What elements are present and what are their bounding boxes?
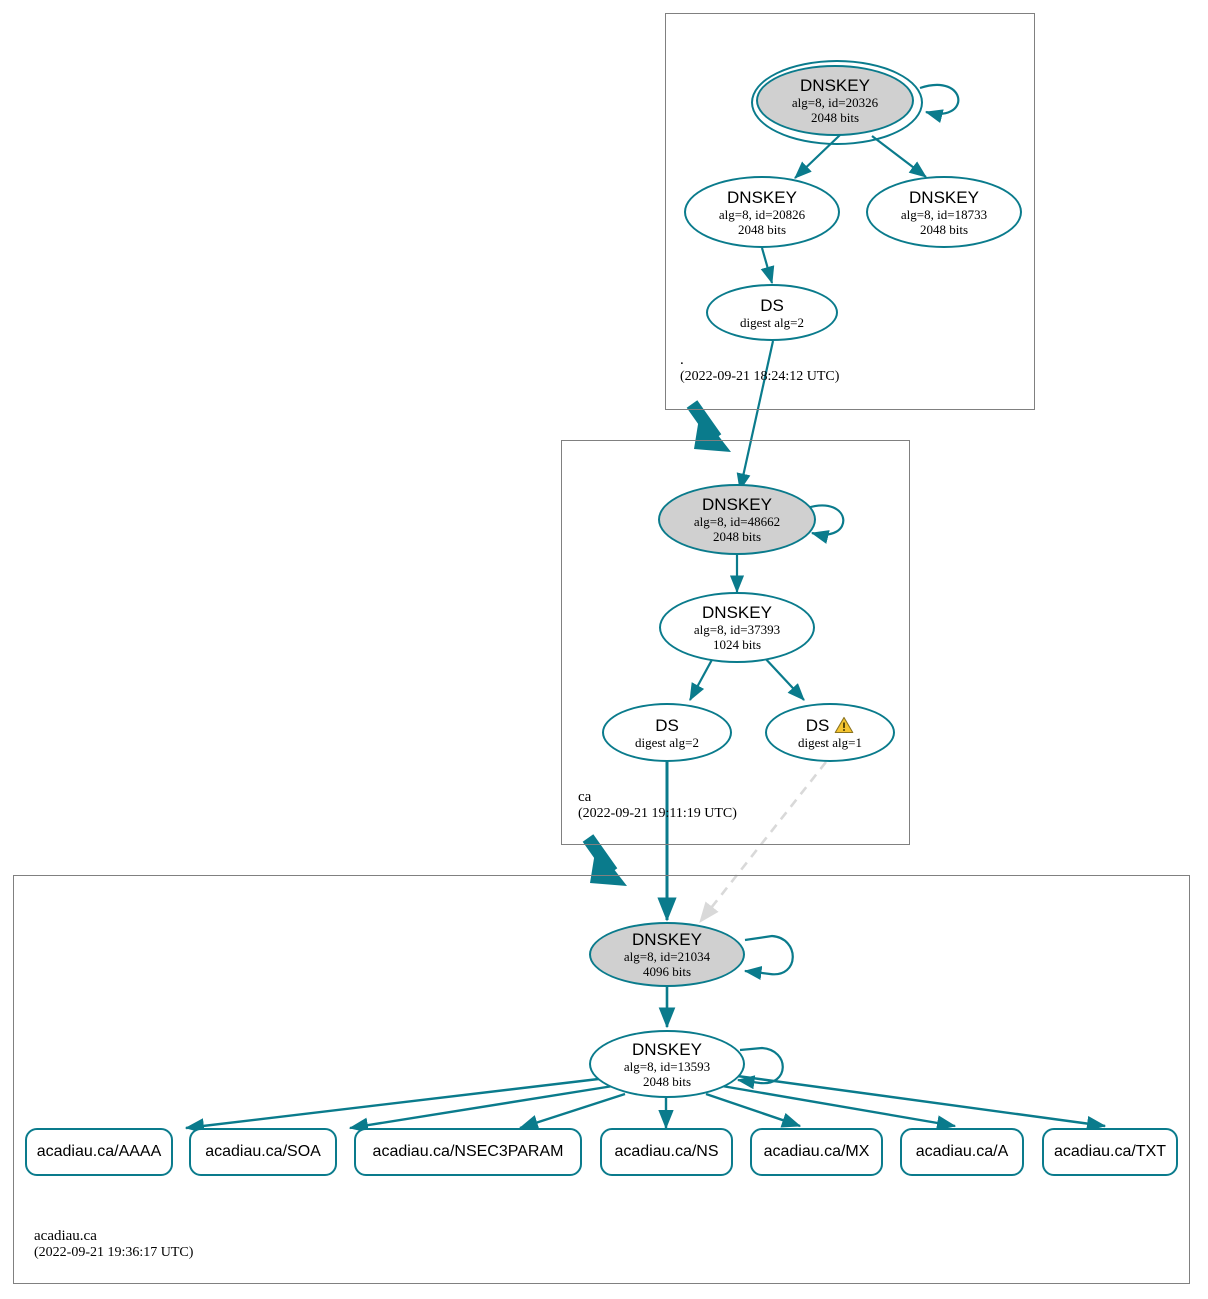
node-ds-ca-alg2[interactable]: DS digest alg=2 bbox=[602, 703, 732, 762]
zone-label-root: . (2022-09-21 18:24:12 UTC) bbox=[680, 352, 839, 385]
node-dnskey-ca-37393[interactable]: DNSKEY alg=8, id=37393 1024 bits bbox=[659, 592, 815, 663]
node-key-size: 2048 bits bbox=[712, 529, 762, 544]
node-title: DNSKEY bbox=[800, 76, 870, 95]
zone-name-ca: ca bbox=[578, 789, 592, 805]
zone-box-ca bbox=[561, 440, 910, 845]
node-dnskey-root-20826[interactable]: DNSKEY alg=8, id=20826 2048 bits bbox=[684, 176, 840, 248]
rrset-acadiau-ns[interactable]: acadiau.ca/NS bbox=[600, 1128, 733, 1176]
node-title: DS bbox=[805, 715, 830, 735]
node-alg-id: alg=8, id=13593 bbox=[623, 1058, 711, 1074]
rrset-acadiau-a[interactable]: acadiau.ca/A bbox=[900, 1128, 1024, 1176]
node-key-size: 2048 bits bbox=[737, 221, 787, 237]
node-dnskey-acadiau-13593[interactable]: DNSKEY alg=8, id=13593 2048 bits bbox=[589, 1030, 745, 1098]
node-key-size: 4096 bits bbox=[642, 964, 692, 979]
node-dnskey-ca-48662[interactable]: DNSKEY alg=8, id=48662 2048 bits bbox=[658, 484, 816, 555]
zone-name-acadiau: acadiau.ca bbox=[34, 1228, 97, 1244]
node-digest-alg: digest alg=2 bbox=[739, 314, 805, 330]
node-title: DNSKEY bbox=[702, 495, 772, 514]
zone-timestamp-acadiau: (2022-09-21 19:36:17 UTC) bbox=[34, 1245, 194, 1260]
node-title: DNSKEY bbox=[702, 603, 772, 622]
node-key-size: 1024 bits bbox=[712, 637, 762, 652]
node-dnskey-root-20326[interactable]: DNSKEY alg=8, id=20326 2048 bits bbox=[756, 65, 914, 136]
node-key-size: 2048 bits bbox=[919, 221, 969, 237]
rrset-acadiau-mx[interactable]: acadiau.ca/MX bbox=[750, 1128, 883, 1176]
node-digest-alg: digest alg=1 bbox=[797, 734, 863, 750]
zone-box-root bbox=[665, 13, 1035, 410]
node-ds-ca-alg1[interactable]: DS digest alg=1 bbox=[765, 703, 895, 762]
node-digest-alg: digest alg=2 bbox=[634, 734, 700, 750]
rrset-acadiau-aaaa[interactable]: acadiau.ca/AAAA bbox=[25, 1128, 173, 1176]
zone-name-root: . bbox=[680, 352, 684, 368]
node-dnskey-root-18733[interactable]: DNSKEY alg=8, id=18733 2048 bits bbox=[866, 176, 1022, 248]
rrset-acadiau-txt[interactable]: acadiau.ca/TXT bbox=[1042, 1128, 1178, 1176]
node-title: DS bbox=[655, 715, 679, 735]
node-title: DNSKEY bbox=[727, 187, 797, 207]
node-alg-id: alg=8, id=48662 bbox=[693, 514, 781, 529]
node-title: DNSKEY bbox=[909, 187, 979, 207]
node-alg-id: alg=8, id=21034 bbox=[623, 949, 711, 964]
rrset-acadiau-nsec3param[interactable]: acadiau.ca/NSEC3PARAM bbox=[354, 1128, 582, 1176]
node-alg-id: alg=8, id=18733 bbox=[900, 206, 988, 222]
zone-label-ca: ca (2022-09-21 19:11:19 UTC) bbox=[578, 789, 737, 822]
warning-triangle-icon bbox=[835, 716, 854, 734]
zone-timestamp-root: (2022-09-21 18:24:12 UTC) bbox=[680, 369, 840, 384]
node-ds-root-alg2[interactable]: DS digest alg=2 bbox=[706, 284, 838, 341]
node-alg-id: alg=8, id=20826 bbox=[718, 206, 806, 222]
node-key-size: 2048 bits bbox=[810, 110, 860, 125]
node-title: DS bbox=[760, 295, 784, 315]
zone-label-acadiau: acadiau.ca (2022-09-21 19:36:17 UTC) bbox=[34, 1228, 193, 1261]
node-key-size: 2048 bits bbox=[642, 1073, 692, 1089]
node-dnskey-acadiau-21034[interactable]: DNSKEY alg=8, id=21034 4096 bits bbox=[589, 922, 745, 987]
zone-box-acadiau bbox=[13, 875, 1190, 1284]
zone-timestamp-ca: (2022-09-21 19:11:19 UTC) bbox=[578, 806, 737, 821]
rrset-acadiau-soa[interactable]: acadiau.ca/SOA bbox=[189, 1128, 337, 1176]
node-alg-id: alg=8, id=20326 bbox=[791, 95, 879, 110]
node-alg-id: alg=8, id=37393 bbox=[693, 622, 781, 637]
node-title: DNSKEY bbox=[632, 1039, 702, 1059]
node-title: DNSKEY bbox=[632, 930, 702, 949]
